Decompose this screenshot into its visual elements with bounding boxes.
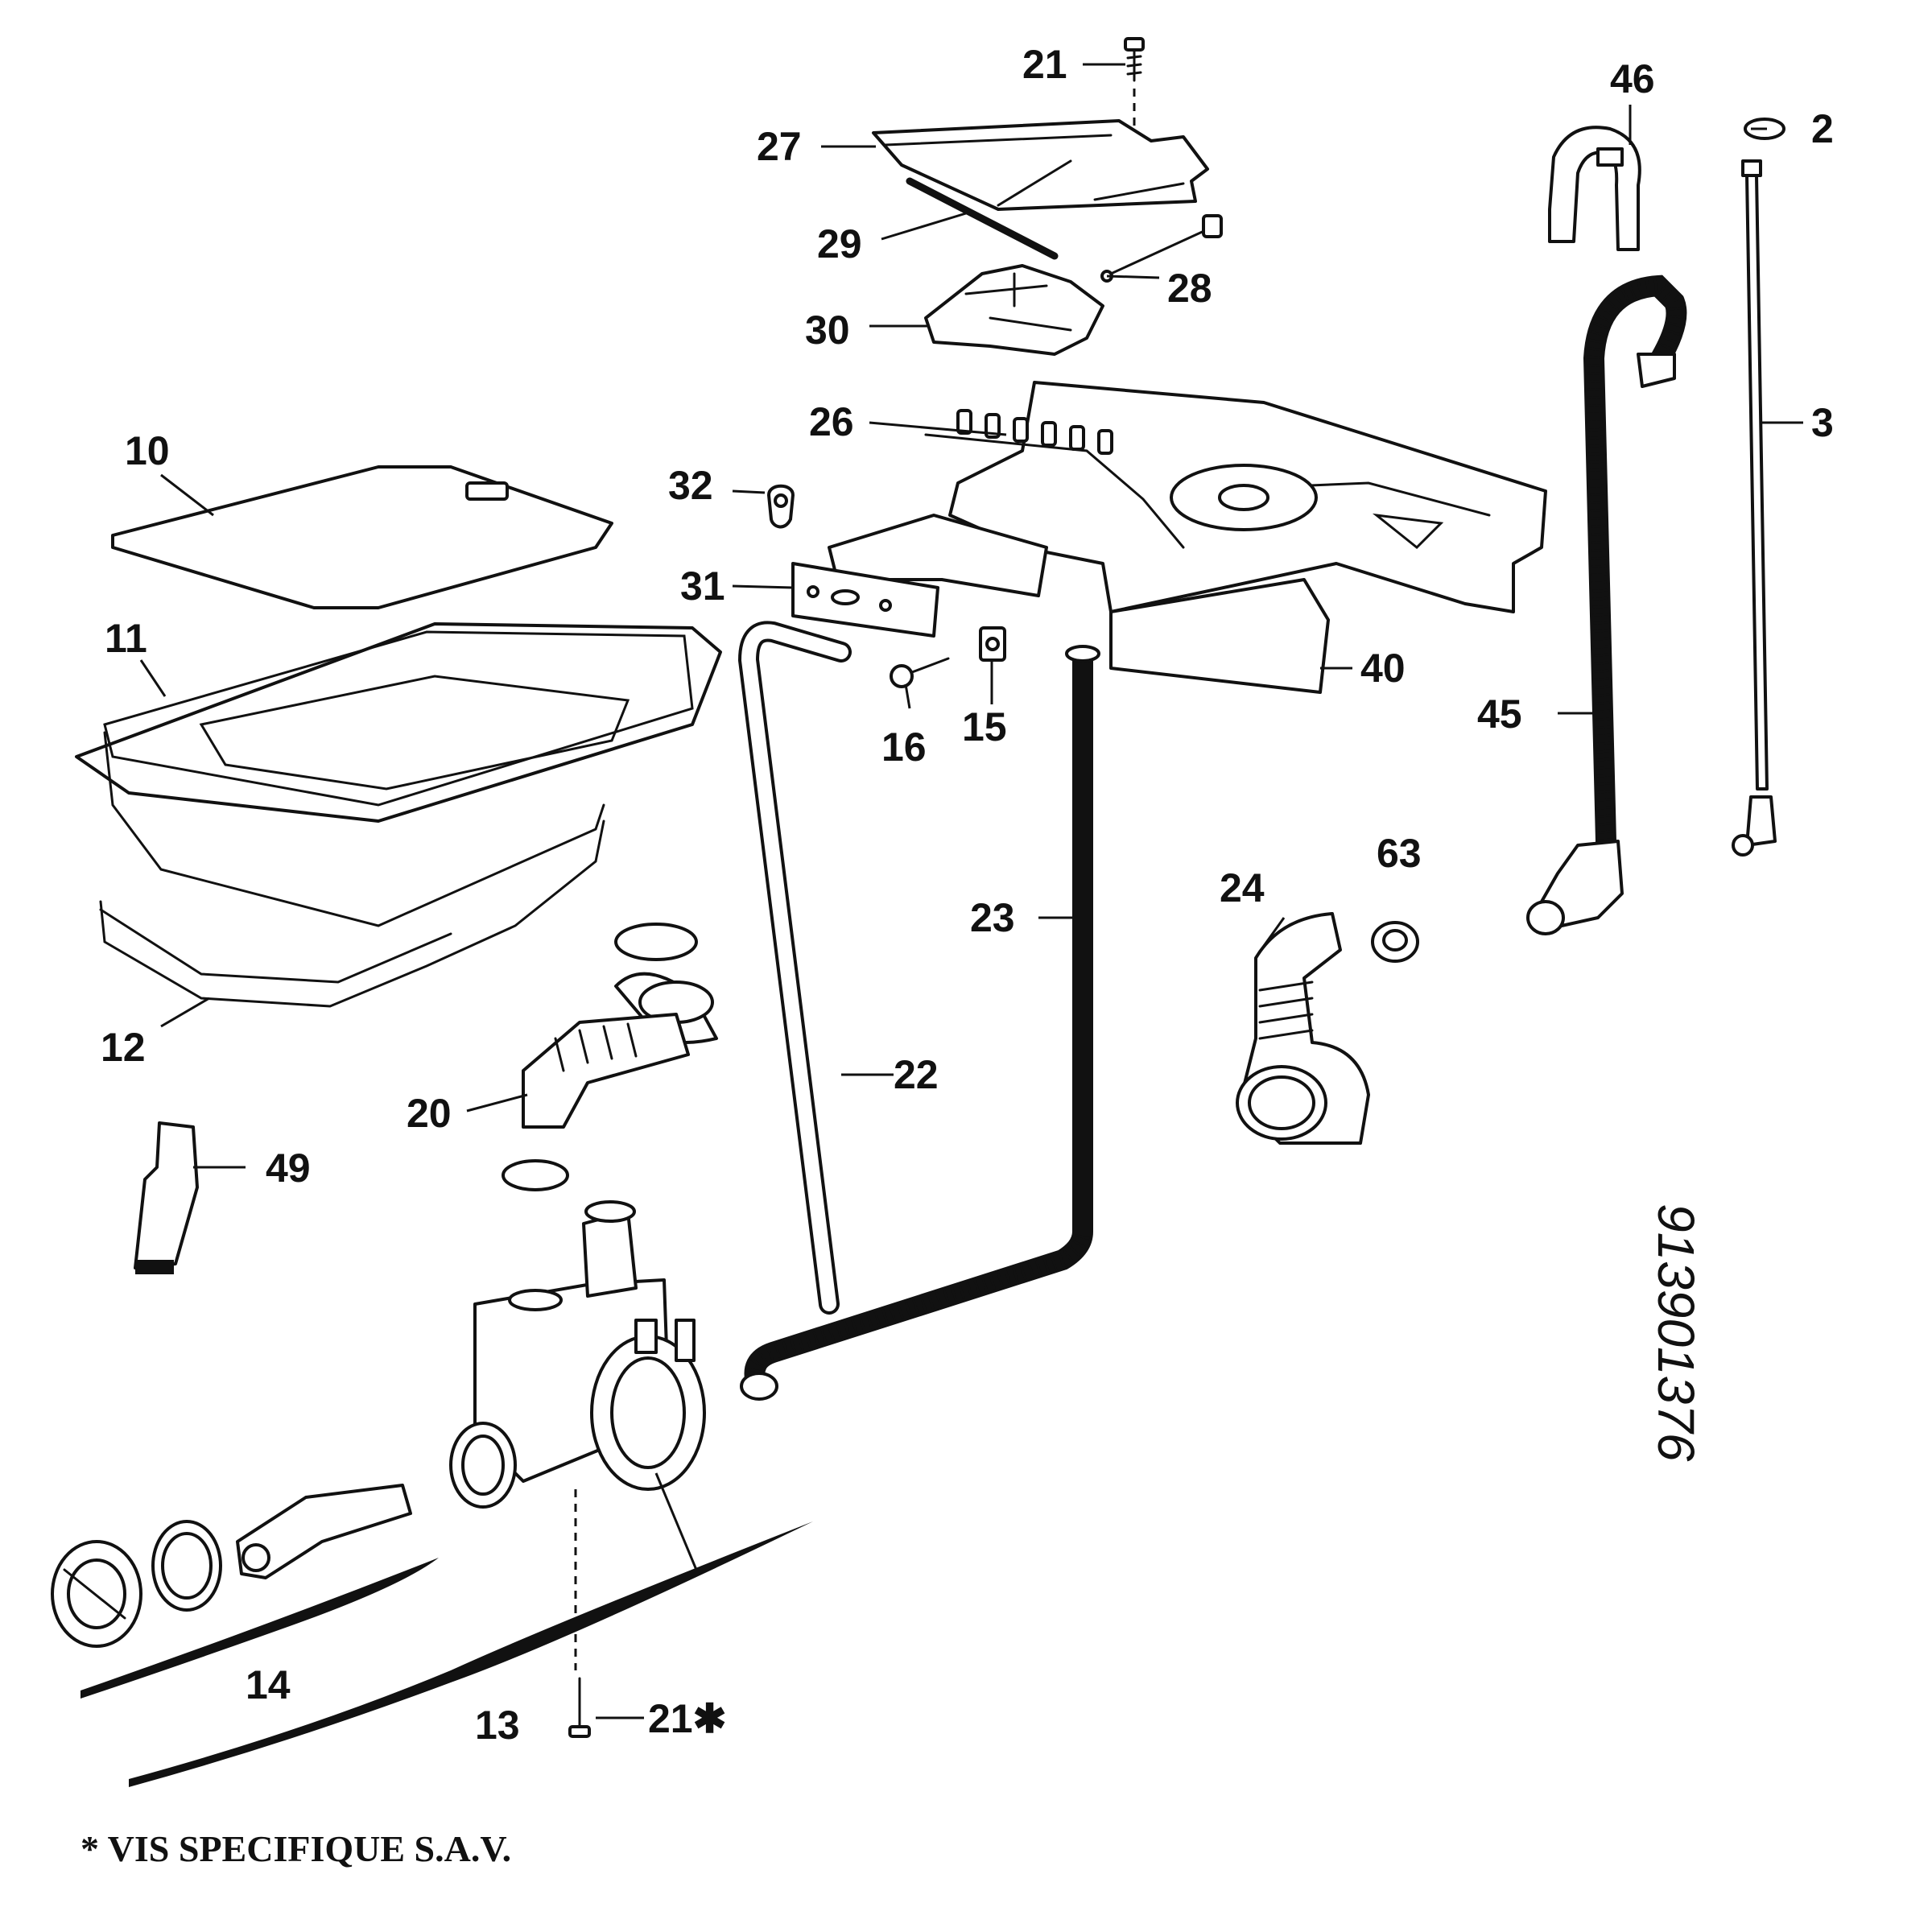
- part-29-rod: [906, 177, 1059, 260]
- label-10: 10: [125, 428, 170, 473]
- part-23-corrugated-hose: [740, 645, 1100, 1401]
- part-14-filter-assembly: [51, 1484, 412, 1648]
- part-28-pin: [1100, 214, 1223, 283]
- part-12-seal: [99, 819, 605, 1008]
- part-30-mechanism: [924, 264, 1104, 356]
- footnote: * VIS SPECIFIQUE S.A.V.: [80, 1828, 512, 1869]
- label-32: 32: [668, 463, 713, 508]
- part-3-pipe: [1732, 159, 1777, 857]
- label-13: 13: [475, 1703, 520, 1748]
- label-20: 20: [407, 1091, 452, 1136]
- label-11: 11: [105, 616, 147, 661]
- part-31-bracket: [791, 562, 939, 638]
- part-22-hose: [737, 621, 852, 1315]
- label-40: 40: [1360, 646, 1406, 691]
- part-32-clip: [767, 484, 795, 529]
- label-22: 22: [894, 1052, 939, 1097]
- label-45: 45: [1477, 691, 1522, 737]
- label-16: 16: [881, 724, 927, 770]
- label-2: 2: [1811, 106, 1834, 151]
- group-brace-13-14: [80, 1521, 813, 1787]
- label-3: 3: [1811, 400, 1834, 445]
- label-46: 46: [1610, 56, 1655, 101]
- reference-code: 913901376: [1647, 1203, 1705, 1462]
- label-21-bottom: 21✱: [648, 1696, 727, 1741]
- label-26: 26: [809, 399, 854, 444]
- label-24: 24: [1220, 865, 1265, 910]
- part-21-screw-top: [1124, 37, 1145, 129]
- part-27-cover-plate: [872, 119, 1209, 211]
- part-10-lid: [111, 465, 613, 609]
- leader-lines: [139, 63, 1803, 1719]
- part-20-hose-elbow: [502, 923, 718, 1191]
- part-11-frame: [75, 622, 722, 927]
- part-13-pump-body: [449, 1200, 706, 1670]
- label-31: 31: [680, 564, 725, 609]
- part-26-panel-base: [828, 381, 1547, 613]
- label-29: 29: [817, 221, 862, 266]
- part-15-clip: [979, 626, 1006, 662]
- label-14: 14: [246, 1662, 291, 1707]
- part-46-u-bend: [1548, 126, 1641, 251]
- label-21-top: 21: [1022, 42, 1067, 87]
- label-28: 28: [1167, 266, 1212, 311]
- part-49-filter: [134, 1121, 199, 1274]
- label-63: 63: [1377, 831, 1422, 876]
- part-63-plug: [1371, 921, 1419, 963]
- label-23: 23: [970, 895, 1015, 940]
- part-21-screw-bottom: [568, 1677, 591, 1738]
- label-30: 30: [805, 308, 850, 353]
- label-15: 15: [962, 704, 1007, 749]
- part-45-inlet-hose: [1526, 275, 1687, 935]
- part-24-sump-hose: [1236, 912, 1370, 1145]
- label-49: 49: [266, 1146, 311, 1191]
- label-27: 27: [757, 124, 802, 169]
- label-12: 12: [101, 1025, 146, 1070]
- part-40-rear-panel: [1109, 578, 1330, 694]
- part-16-screw: [890, 657, 950, 688]
